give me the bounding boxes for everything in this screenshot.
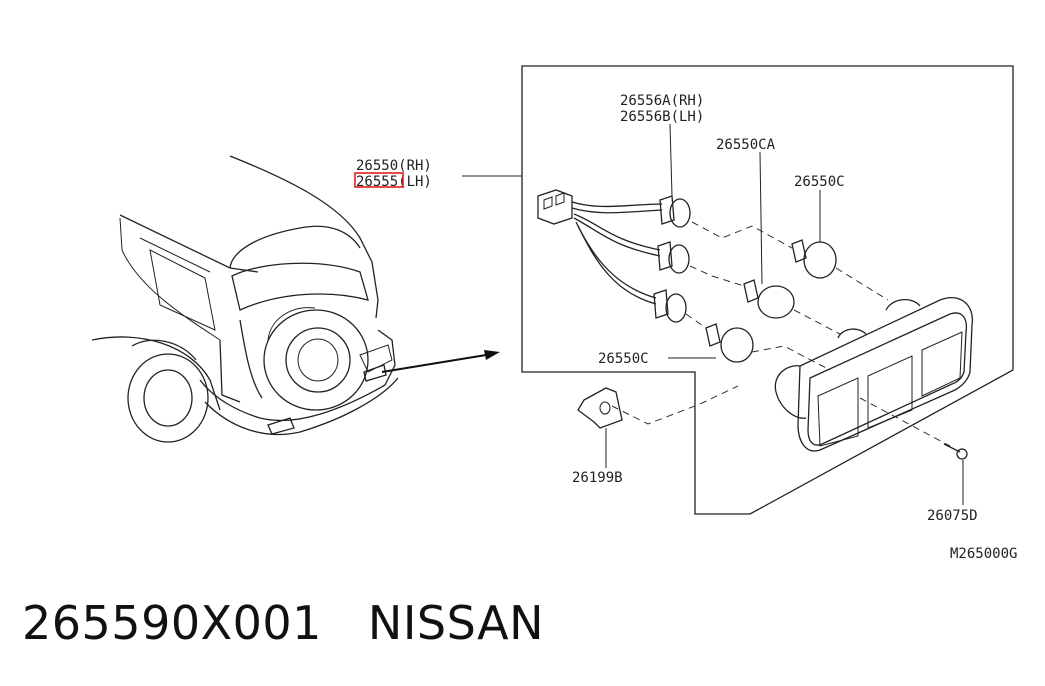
callout-socket-rh: 26556A(RH) [620, 93, 704, 109]
bracket-26199b [577, 387, 623, 429]
callout-assembly-lh: 26555(LH) [356, 174, 432, 190]
callout-socket-lh: 26556B(LH) [620, 109, 704, 125]
footer-caption: 265590X001 NISSAN [22, 596, 544, 650]
bulb-socket-lower [653, 289, 687, 323]
callout-bulb-c-lower: 26550C [598, 351, 649, 367]
callout-assembly-rh: 26550(RH) [356, 158, 432, 174]
figure-code: M265000G [950, 546, 1017, 562]
screw-26075d [943, 443, 968, 460]
brand-name: NISSAN [367, 596, 545, 650]
bulb-socket-upper [659, 195, 691, 228]
bulb-26550c-lower [705, 323, 754, 363]
callout-bulb-ca: 26550CA [716, 137, 776, 153]
lamp-housing [774, 297, 973, 452]
bulb-socket-middle [657, 241, 690, 274]
detail-frame [521, 65, 1014, 515]
part-number: 265590X001 [22, 596, 322, 650]
callout-bulb-c-upper: 26550C [794, 174, 845, 190]
wiring-harness [537, 189, 663, 305]
bulb-26550c-upper [791, 239, 837, 279]
highlight-box [354, 172, 404, 188]
callout-screw: 26075D [927, 508, 978, 524]
vehicle-rear-illustration [91, 155, 399, 443]
callout-bracket: 26199B [572, 470, 623, 486]
callout-arrow [381, 350, 500, 373]
bulb-26550ca [743, 279, 795, 319]
